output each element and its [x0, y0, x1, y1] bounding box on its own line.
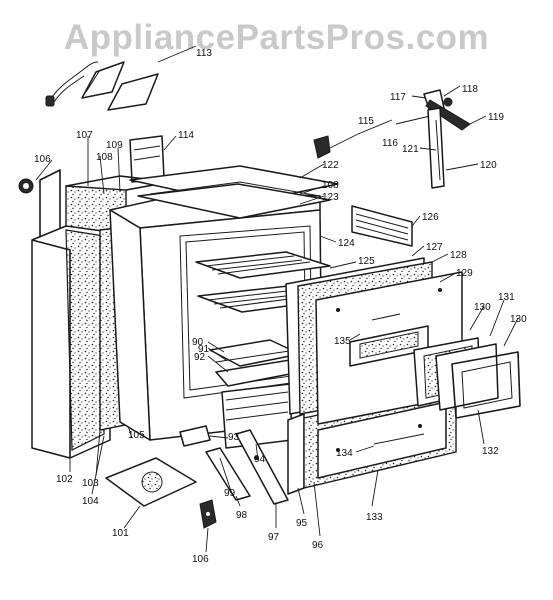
callout-93: 93 — [228, 432, 240, 443]
part-113-wire-harness — [45, 61, 159, 111]
callout-96: 96 — [312, 540, 324, 551]
part-122-cooktop — [129, 165, 339, 219]
callout-99: 99 — [224, 488, 236, 499]
callout-132: 132 — [482, 446, 499, 457]
part-126-panel — [351, 205, 413, 247]
callout-98: 98 — [236, 510, 248, 521]
part-98-rail — [235, 429, 289, 505]
callout-134: 134 — [336, 448, 353, 459]
watermark: AppliancePartsPros.com — [63, 18, 490, 57]
part-99-rail — [205, 447, 251, 501]
callout-120: 120 — [480, 160, 497, 171]
callout-94: 94 — [254, 454, 266, 465]
callout-128: 128 — [450, 250, 467, 261]
callout-121: 121 — [402, 144, 419, 155]
callout-123: 123 — [322, 192, 339, 203]
callout-107: 107 — [76, 130, 93, 141]
callout-102: 102 — [56, 474, 73, 485]
callout-125: 125 — [358, 256, 375, 267]
callout-118: 118 — [462, 84, 478, 95]
part-93-bracket — [179, 425, 211, 447]
callout-106-bracket: 106 — [192, 554, 209, 565]
part-131-window-glass — [435, 343, 499, 411]
callout-91: 91 — [198, 344, 210, 355]
part-115-bracket — [313, 135, 331, 159]
callout-104: 104 — [82, 496, 99, 507]
callout-113: 113 — [196, 48, 212, 59]
callout-108-right: 108 — [322, 180, 339, 191]
callout-103: 103 — [82, 478, 99, 489]
callout-116: 116 — [382, 138, 398, 149]
callout-133: 133 — [366, 512, 383, 523]
callout-130-left: 130 — [474, 302, 491, 313]
callout-115: 115 — [358, 116, 374, 127]
callout-105: 105 — [128, 430, 145, 441]
part-102-side-panel — [31, 225, 111, 459]
callout-131: 131 — [498, 292, 515, 303]
callout-122: 122 — [322, 160, 339, 171]
callout-109: 109 — [106, 140, 123, 151]
callout-124: 124 — [338, 238, 355, 249]
part-101-base-plate — [105, 457, 197, 507]
callout-90: 90 — [192, 337, 204, 348]
callout-114: 114 — [178, 130, 194, 141]
part-95-door-frame — [287, 413, 305, 495]
callout-108-left: 108 — [96, 152, 113, 163]
part-100-valve-bracket — [199, 499, 217, 529]
part-117-valve-assembly — [395, 89, 471, 189]
callout-101: 101 — [112, 528, 129, 539]
callout-130-right: 130 — [510, 314, 527, 325]
callout-119: 119 — [488, 112, 504, 123]
callout-95: 95 — [296, 518, 308, 529]
leader-lines — [35, 45, 519, 553]
part-132-window-trim — [451, 351, 521, 419]
callout-92: 92 — [194, 352, 206, 363]
part-114-vent-duct — [129, 135, 165, 183]
callout-129: 129 — [456, 268, 473, 279]
part-106-knob — [18, 178, 34, 194]
callout-126: 126 — [422, 212, 439, 223]
callout-106-knob: 106 — [34, 154, 51, 165]
callout-135: 135 — [334, 336, 351, 347]
callout-117: 117 — [390, 92, 406, 103]
callout-97: 97 — [268, 532, 280, 543]
callout-127: 127 — [426, 242, 443, 253]
